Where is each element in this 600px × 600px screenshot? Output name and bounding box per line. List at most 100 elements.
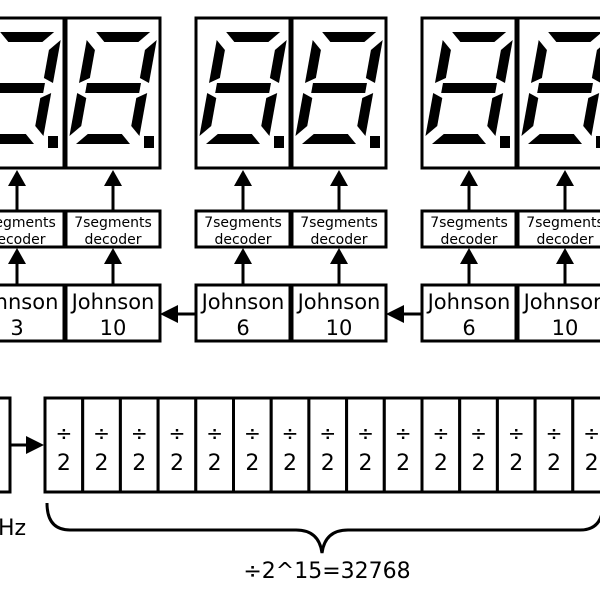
decoder-label-line1: 7segments: [204, 215, 282, 231]
arrow-up-icon: [556, 248, 574, 264]
arrow-right-icon: [26, 436, 44, 454]
segment-b: [591, 47, 600, 83]
arrow-up-icon: [104, 170, 122, 186]
divide-symbol: ÷: [357, 421, 374, 445]
divider-box: [269, 396, 311, 494]
divide-by-two-cell: ÷2: [345, 396, 386, 494]
divisor-value: 2: [57, 451, 71, 476]
counter-label-line1: Johnson: [296, 290, 381, 314]
segment-a: [548, 32, 600, 42]
segment-e: [69, 93, 87, 136]
segment-g: [311, 83, 367, 93]
decoder-box: [64, 209, 162, 249]
segment-g: [85, 83, 141, 93]
divisor-value: 2: [396, 451, 410, 476]
decoder-label-line1: 7segments: [74, 215, 152, 231]
divide-by-two-cell: ÷2: [533, 396, 575, 494]
counter-label-line1: Johnson: [70, 290, 155, 314]
segment-d: [76, 134, 130, 144]
divider-box: [345, 396, 386, 494]
arrow-up-icon: [234, 248, 252, 264]
decimal-point: [274, 136, 284, 148]
counter-label-line2: 3: [10, 316, 23, 340]
segment-b: [269, 40, 287, 83]
decoder-label-line1: 7segments: [430, 215, 508, 231]
divider-box: [533, 396, 575, 494]
divide-symbol: ÷: [55, 421, 72, 445]
divide-by-two-cell: ÷2: [495, 396, 537, 494]
counter-label-line1: Johnson: [522, 290, 600, 314]
divide-by-two-cell: ÷2: [420, 396, 462, 494]
decoder-box: [420, 209, 518, 249]
segment-g: [537, 83, 593, 93]
arrow-up-icon: [234, 170, 252, 186]
divider-box: [118, 396, 160, 494]
divider-box: [458, 396, 499, 494]
counter-label-line2: 10: [552, 316, 579, 340]
arrow-up-icon: [8, 248, 26, 264]
decimal-point: [144, 136, 154, 148]
segment-e: [521, 93, 539, 136]
divisor-value: 2: [208, 451, 222, 476]
divide-by-two-cell: ÷2: [118, 396, 160, 494]
divisor-value: 2: [509, 451, 523, 476]
divide-by-two-cell: ÷2: [458, 396, 499, 494]
brace-label: ÷2^15=32768: [243, 559, 410, 584]
segment-a: [96, 32, 151, 42]
counter-label-line2: 6: [462, 316, 475, 340]
segment-c: [583, 93, 600, 136]
decoder-label-line2: decoder: [214, 232, 271, 248]
decoder-label-line2: decoder: [84, 232, 141, 248]
arrow-up-icon: [8, 170, 26, 186]
divide-symbol: ÷: [508, 421, 525, 445]
counter-box: [64, 283, 162, 343]
segment-d: [0, 134, 34, 144]
divisor-value: 2: [472, 451, 486, 476]
decoder-label-line1: 7segments: [526, 215, 600, 231]
arrow-up-icon: [330, 170, 348, 186]
divide-symbol: ÷: [546, 421, 563, 445]
decoder-label-line1: 7segments: [0, 215, 56, 231]
counter-label-line2: 10: [326, 316, 353, 340]
segment-d: [302, 134, 356, 144]
decoder-label-line2: decoder: [536, 232, 593, 248]
divide-symbol: ÷: [244, 421, 261, 445]
decimal-point: [370, 136, 380, 148]
divide-symbol: ÷: [206, 421, 223, 445]
divide-by-two-cell: ÷2: [269, 396, 311, 494]
segment-a: [226, 32, 281, 42]
divider-box: [420, 396, 462, 494]
segment-d: [528, 134, 582, 144]
counter-label-line1: Johnson: [200, 290, 285, 314]
divide-symbol: ÷: [470, 421, 487, 445]
segment-g: [441, 83, 497, 93]
divide-symbol: ÷: [282, 421, 299, 445]
divisor-value: 2: [245, 451, 259, 476]
segment-b: [365, 40, 383, 83]
divide-symbol: ÷: [432, 421, 449, 445]
divide-symbol: ÷: [169, 421, 186, 445]
divider-box: [156, 396, 198, 494]
segment-f: [78, 40, 95, 83]
decoder-label-line2: decoder: [440, 232, 497, 248]
arrow-up-icon: [556, 170, 574, 186]
decimal-point: [48, 136, 58, 148]
segment-a: [452, 32, 507, 42]
johnson-counter-blocks: Johnson3Johnson10Johnson6Johnson10Johnso…: [0, 283, 600, 343]
counter-label-line1: Johnson: [0, 290, 58, 314]
divider-box: [382, 396, 424, 494]
divide-by-two-cell: ÷2: [156, 396, 198, 494]
segment-e: [425, 93, 443, 136]
decoder-label-line2: decoder: [0, 232, 46, 248]
divisor-value: 2: [170, 451, 184, 476]
segment-g: [215, 83, 271, 93]
segment-f: [304, 40, 321, 83]
